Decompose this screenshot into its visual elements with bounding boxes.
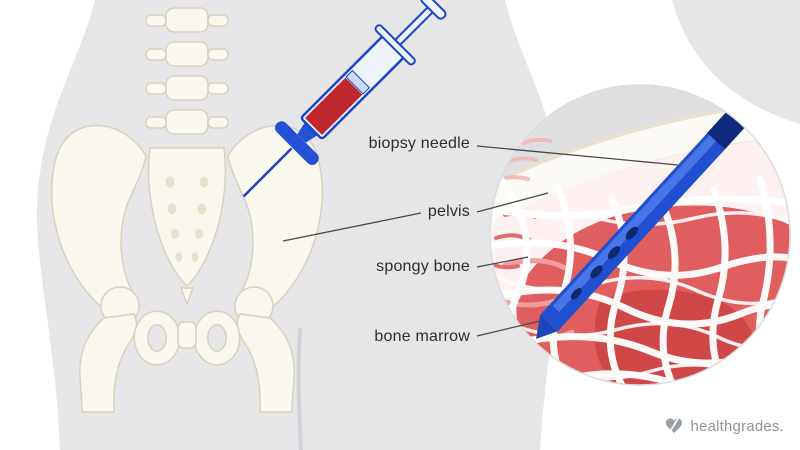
needle-hub: [297, 122, 318, 143]
femurs: [79, 286, 295, 413]
pelvis-skeleton: [51, 7, 323, 413]
label-biopsy-needle: biopsy needle: [368, 135, 470, 152]
logo-text: healthgrades.: [690, 417, 784, 435]
syringe: [242, 0, 447, 198]
coccyx: [179, 287, 195, 307]
pelvis-leader-line-left: [282, 212, 422, 242]
magnified-inset: [489, 84, 791, 386]
needle-side-holes: [570, 226, 638, 300]
syringe-plunger-thumb: [420, 0, 447, 20]
inset-circle-rim: [489, 84, 791, 386]
label-pelvis: pelvis: [427, 203, 470, 220]
spongy-bone-leader-line: [476, 256, 529, 268]
body-crease-line: [296, 328, 303, 450]
spine: [145, 7, 229, 135]
healthgrades-logo: healthgrades.: [664, 416, 784, 436]
left-iliac-wing: [51, 124, 147, 314]
leader-lines: [282, 145, 679, 337]
background-corner-shape: [672, 0, 800, 124]
bone-marrow-leader-line: [476, 320, 541, 337]
needle-bevel-tip: [536, 314, 558, 339]
needle-shaft-thin: [242, 147, 293, 198]
syringe-plunger-seal: [345, 69, 371, 95]
needle-t-handle: [274, 121, 319, 166]
pubis-ischium: [133, 310, 241, 366]
pelvis-leader-line-right: [476, 192, 549, 213]
biopsy-needle-leader-line: [476, 145, 679, 166]
label-spongy-bone: spongy bone: [376, 258, 470, 275]
syringe-blood-sample: [305, 77, 363, 135]
heart-icon: [666, 418, 683, 433]
label-bone-marrow: bone marrow: [374, 328, 470, 345]
sacral-foramina: [165, 176, 209, 262]
